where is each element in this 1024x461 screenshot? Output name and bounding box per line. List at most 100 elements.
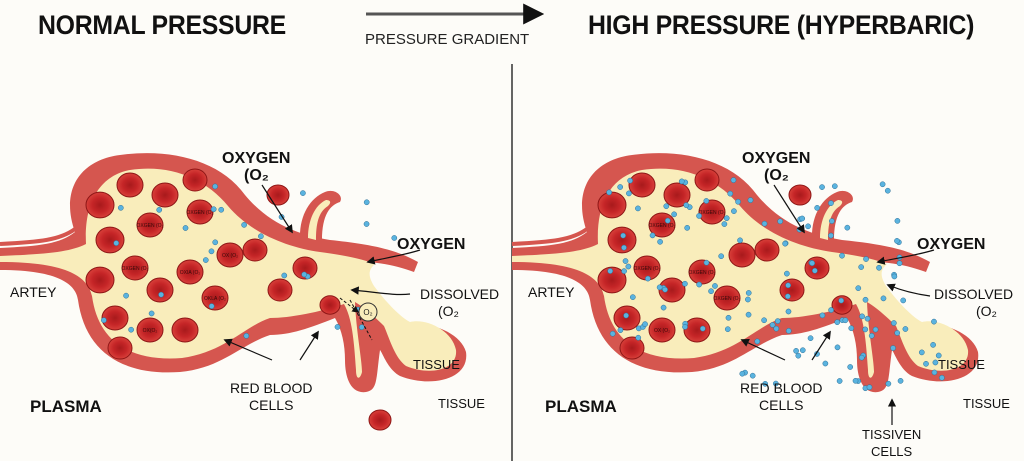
oxygen-particle <box>855 285 862 292</box>
oxygen-particle <box>891 273 898 280</box>
label-artery-right: ARTEY <box>528 284 575 300</box>
red-blood-cell <box>648 317 676 343</box>
oxygen-particle <box>935 352 942 359</box>
red-blood-cell <box>663 182 691 208</box>
oxygen-particle <box>712 283 718 289</box>
red-blood-cell <box>171 317 199 343</box>
oxygen-particle <box>622 258 629 264</box>
red-blood-cell <box>713 285 741 311</box>
oxygen-particle <box>208 248 215 255</box>
oxygen-particle <box>620 232 626 239</box>
red-blood-cell <box>831 295 853 315</box>
oxygen-particle <box>725 314 732 321</box>
oxygen-particle <box>868 332 875 339</box>
red-blood-cell <box>754 238 780 262</box>
oxygen-particle <box>863 256 869 262</box>
oxygen-particle <box>777 218 784 225</box>
oxygen-particle <box>784 270 790 277</box>
red-blood-cell <box>597 266 627 294</box>
oxygen-particle <box>703 259 710 266</box>
oxygen-particle <box>939 374 945 381</box>
oxygen-particle <box>683 202 690 208</box>
red-blood-cell <box>121 255 149 281</box>
title-high-pressure: HIGH PRESSURE (HYPERBARIC) <box>588 10 975 40</box>
red-blood-cell <box>151 182 179 208</box>
oxygen-particle <box>212 183 218 190</box>
oxygen-particle <box>918 349 925 356</box>
oxygen-particle <box>847 364 854 370</box>
oxygen-particle <box>731 208 737 214</box>
red-blood-cell <box>85 191 115 219</box>
oxygen-particle <box>723 215 730 222</box>
oxygen-particle <box>834 344 841 351</box>
oxygen-particle <box>258 233 264 240</box>
oxygen-particle <box>828 218 835 224</box>
oxygen-particles-left <box>101 183 398 339</box>
oxygen-particle <box>664 217 671 224</box>
oxygen-particle <box>609 330 616 337</box>
oxygen-particle <box>862 296 869 303</box>
oxygen-particle <box>703 198 710 204</box>
red-blood-cell <box>186 199 214 225</box>
oxygen-particle <box>625 263 632 270</box>
red-blood-cell <box>292 256 318 280</box>
oxygen-particle <box>727 190 734 197</box>
oxygen-particle <box>627 177 633 184</box>
oxygen-particle <box>626 190 632 197</box>
oxygen-particle <box>724 326 731 333</box>
oxygen-particle <box>836 378 843 384</box>
oxygen-particle <box>872 326 879 333</box>
oxygen-particle <box>662 286 668 293</box>
oxygen-particle <box>876 264 882 271</box>
oxygen-particle <box>660 304 667 311</box>
oxygen-particle <box>890 345 896 351</box>
oxygen-particle <box>879 181 886 188</box>
cell-label: OXGEN (O₂ <box>699 210 726 216</box>
oxygen-particle <box>241 222 247 228</box>
oxygen-particle <box>117 204 124 211</box>
red-blood-cell <box>136 212 164 238</box>
oxygen-particle <box>923 360 929 367</box>
oxygen-particle <box>799 215 806 222</box>
label-tissue-inner-right: TISSUE <box>938 357 985 372</box>
oxygen-particle <box>773 325 780 332</box>
oxygen-particle <box>809 260 815 266</box>
oxygen-particle <box>281 272 288 279</box>
oxygen-particle <box>671 211 677 218</box>
oxygen-particle <box>208 303 215 309</box>
oxygen-particle <box>814 205 821 211</box>
oxygen-particle <box>128 326 134 333</box>
oxygen-particle <box>218 206 225 213</box>
label-tissue-inner-left: TISSUE <box>413 357 460 372</box>
oxygen-particle <box>931 318 937 325</box>
oxygen-particle <box>828 200 834 206</box>
oxygen-particle <box>842 317 849 324</box>
red-blood-cell <box>694 168 720 192</box>
oxygen-particle <box>621 244 627 251</box>
oxygen-particle <box>621 268 627 274</box>
cell-label: OXGEN (O₂ <box>187 210 214 216</box>
red-blood-cell <box>182 168 208 192</box>
oxygen-particle <box>745 311 752 318</box>
oxygen-particle <box>747 197 754 203</box>
oxygen-particle <box>762 380 769 387</box>
oxygen-particle <box>844 224 851 231</box>
oxygen-particle <box>884 187 891 194</box>
oxygen-particle <box>682 324 688 330</box>
oxygen-particle <box>784 293 791 300</box>
oxygen-particle <box>721 221 728 227</box>
oxygen-particle <box>793 348 799 354</box>
oxygen-particle <box>635 334 642 341</box>
oxygen-particle <box>629 294 636 300</box>
oxygen-particle <box>730 177 737 183</box>
oxygen-particle <box>862 326 869 333</box>
cell-label: OXGEN (O₂ <box>714 296 741 302</box>
label-artery-left: ARTEY <box>10 284 57 300</box>
label-oxygen-o2-left: OXYGEN(O₂ <box>222 150 291 184</box>
oxygen-particle <box>839 252 845 259</box>
oxygen-particle <box>852 377 859 384</box>
